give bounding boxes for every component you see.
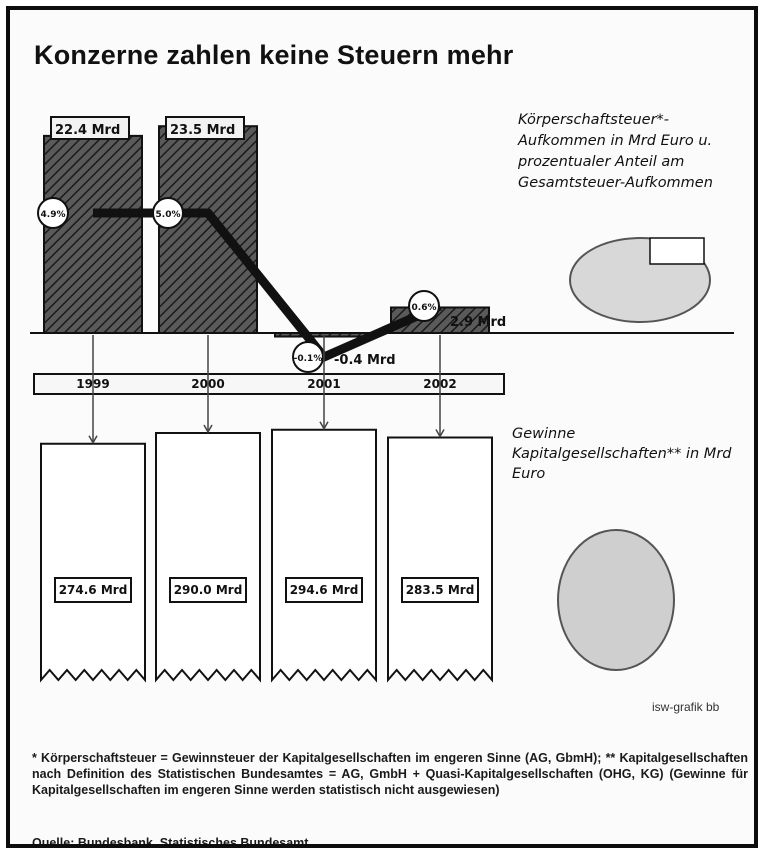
profit-bar-label: 294.6 Mrd [290, 583, 359, 597]
profit-bar-label: 283.5 Mrd [406, 583, 475, 597]
graphic-credit: isw-grafik bb [652, 700, 720, 714]
tax-label-box [50, 116, 130, 140]
share-label: 0.6% [412, 303, 437, 313]
tax-bar [158, 125, 258, 334]
tax-bar-label: -0.4 Mrd [334, 353, 396, 368]
share-point [37, 197, 69, 229]
profit-label-box [285, 577, 363, 603]
tax-bar-label: 2.9 Mrd [450, 315, 506, 330]
share-label: 4.9% [41, 210, 66, 220]
share-label: 5.0% [156, 210, 181, 220]
profit-bar [155, 432, 261, 683]
share-label: -0.1% [294, 354, 323, 364]
profit-bar-label: 290.0 Mrd [174, 583, 243, 597]
connector-arrow [203, 424, 213, 434]
year-band [33, 373, 505, 395]
source-note: Quelle: Bundesbank, Statistisches Bundes… [32, 836, 309, 848]
tax-bar-label: 22.4 Mrd [55, 123, 120, 138]
share-point [408, 290, 440, 322]
chart-frame: Konzerne zahlen keine Steuern mehr 22.4 … [6, 6, 758, 848]
profit-label-box [54, 577, 132, 603]
profit-bar-label: 274.6 Mrd [59, 583, 128, 597]
tax-bar [43, 134, 143, 334]
profit-bar [387, 436, 493, 683]
footnote: * Körperschaftsteuer = Gewinnsteuer der … [32, 751, 748, 797]
profit-label-box [401, 577, 479, 603]
profit-bar [271, 428, 377, 683]
profit-label: Gewinne Kapitalgesellschaften** in Mrd E… [512, 426, 732, 482]
connector-arrow [319, 421, 329, 431]
profit-label-box [169, 577, 247, 603]
connector-arrow [88, 435, 98, 445]
businessman-cartoon [557, 529, 675, 671]
share-point [152, 197, 184, 229]
tax-share-line [93, 208, 442, 362]
chart-title: Konzerne zahlen keine Steuern mehr [34, 40, 514, 70]
share-point [292, 341, 324, 373]
tax-bar-label: 23.5 Mrd [170, 123, 235, 138]
chart-canvas: 22.4 Mrd 23.5 Mrd -0.4 Mrd 2.9 Mrd 4.9% 5.0% -… [30, 116, 734, 683]
connector-arrow [435, 429, 445, 439]
finance-office-sign [649, 237, 705, 265]
profit-bar [40, 442, 146, 683]
tax-revenue-label: Körperschaftsteuer*-Aufkommen in Mrd Eur… [518, 112, 713, 191]
tax-label-box [165, 116, 245, 140]
